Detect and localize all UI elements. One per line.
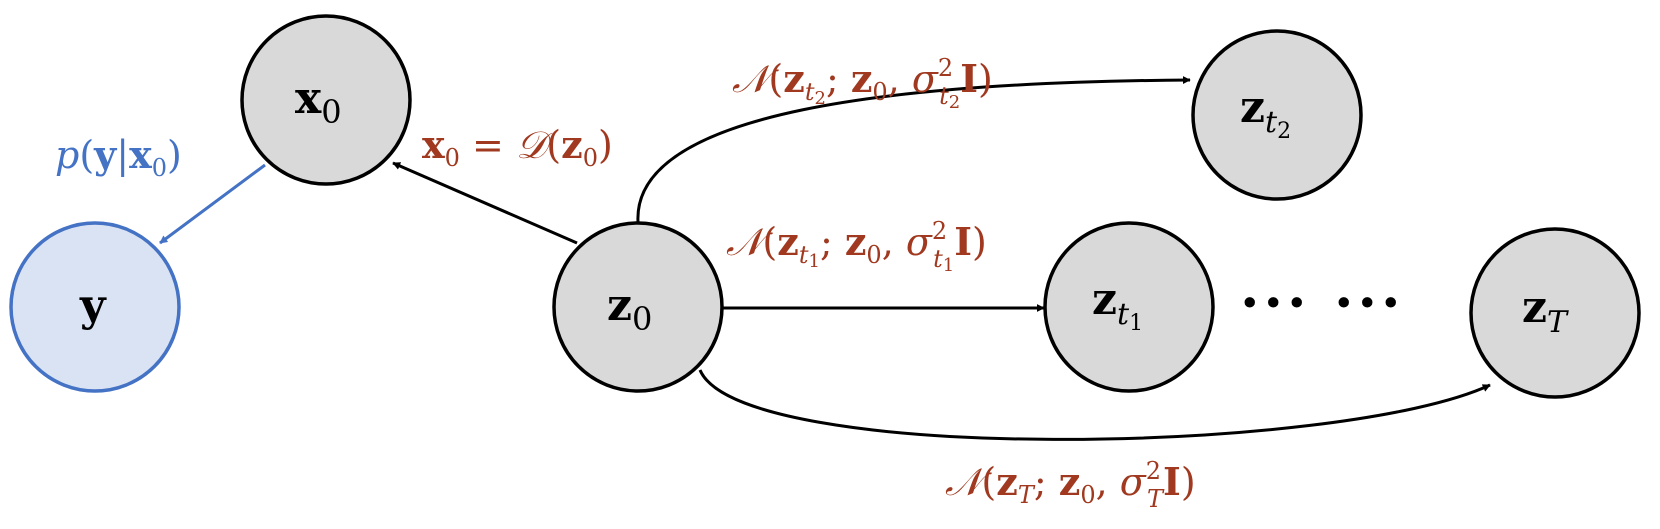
node-x0: [240, 14, 412, 186]
label-z0: z0: [607, 280, 652, 338]
edge-z0-to-zT: [698, 369, 1491, 441]
edge-x0-to-y: [159, 163, 266, 245]
node-y: [9, 221, 181, 393]
node-zt2: [1191, 29, 1363, 201]
label-x0: x0: [295, 73, 342, 131]
label-zT: zT: [1522, 282, 1569, 340]
label-y: y: [79, 280, 107, 331]
node-z0: [552, 221, 724, 393]
label-zt2: zt2: [1240, 82, 1291, 144]
label-decoder: x0 = 𝒟(z0): [422, 122, 613, 172]
node-zt1: [1043, 221, 1215, 393]
label-likelihood: p(y|x0): [55, 132, 182, 182]
ellipsis: ··· ···: [1240, 270, 1404, 336]
edge-z0-to-x0: [392, 161, 578, 245]
node-zT: [1469, 227, 1641, 399]
edge-z0-to-zt2: [636, 76, 1191, 223]
label-zt1: zt1: [1092, 274, 1143, 336]
